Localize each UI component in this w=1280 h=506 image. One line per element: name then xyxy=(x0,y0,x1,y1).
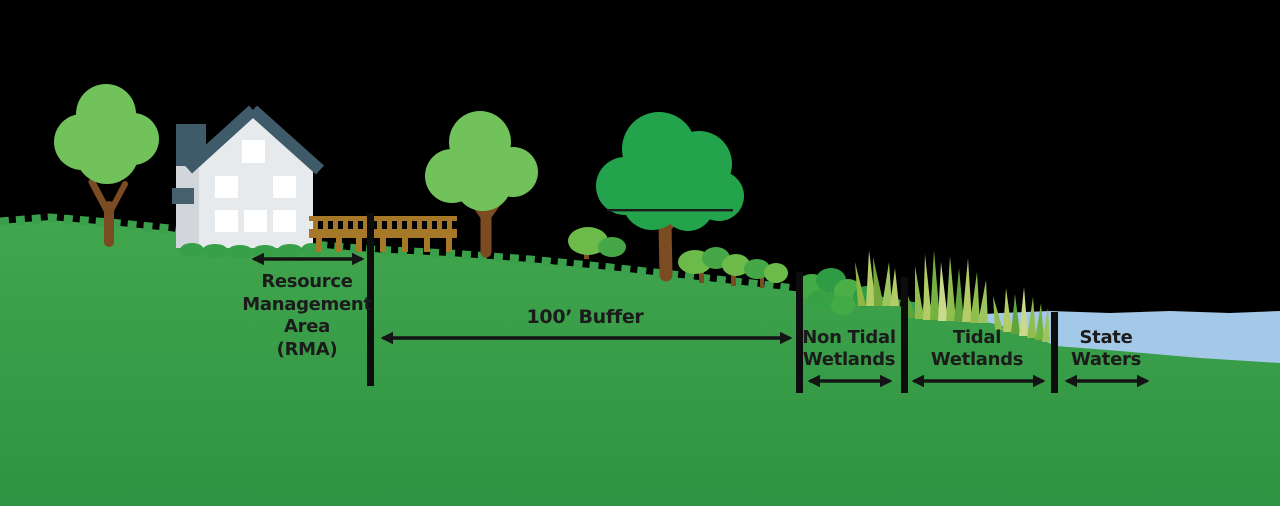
window xyxy=(215,210,238,232)
tree-canopy xyxy=(54,84,159,184)
tree-trunk xyxy=(88,178,128,247)
nontidal-wetlands-zone-label: Non Tidal Wetlands xyxy=(802,327,896,370)
shrub xyxy=(598,237,626,257)
house-side-wall xyxy=(176,166,200,248)
zone-divider-buffer-nontidal xyxy=(796,272,803,393)
house-roof xyxy=(183,105,258,174)
zone-divider-tidal-state xyxy=(1051,312,1058,393)
shrub xyxy=(744,259,770,279)
shrub xyxy=(764,263,788,283)
shrub-stem xyxy=(760,277,764,288)
tidal-wetlands-zone-label: Tidal Wetlands xyxy=(930,327,1024,370)
shrub-stem xyxy=(699,270,704,283)
large-tree xyxy=(596,112,744,282)
shrub xyxy=(807,290,833,310)
shrub xyxy=(568,227,608,255)
grass-tuft-fringe xyxy=(0,213,936,315)
marsh-reeds-nontidal xyxy=(855,250,899,306)
house-side-vent xyxy=(172,188,194,204)
window xyxy=(242,140,265,163)
buffer-zone-label: 100’ Buffer xyxy=(526,306,644,328)
shrub-stem xyxy=(731,274,736,286)
window xyxy=(215,176,238,198)
window xyxy=(244,210,267,232)
deciduous-tree-middle xyxy=(425,111,538,258)
shrub xyxy=(831,295,855,315)
tree-canopy xyxy=(596,112,744,231)
zone-divider-nontidal-tidal xyxy=(901,277,908,393)
house-roof xyxy=(248,105,325,175)
house xyxy=(172,105,325,248)
state-waters-zone-label: State Waters xyxy=(1071,327,1141,370)
rma-zone-label: Resource Management Area (RMA) xyxy=(242,271,372,360)
window xyxy=(273,176,296,198)
window xyxy=(273,210,296,232)
shoreline-water xyxy=(956,311,1280,363)
deciduous-tree-left xyxy=(54,84,159,247)
picket-fence xyxy=(309,216,457,252)
shrub-row xyxy=(568,227,788,288)
zone-divider-rma-buffer xyxy=(367,213,374,386)
grass-hillside xyxy=(0,220,1280,506)
canopy-line xyxy=(607,209,733,212)
tree-canopy xyxy=(425,111,538,211)
shrub xyxy=(722,254,750,276)
marsh-reeds-tidal xyxy=(903,250,1050,342)
